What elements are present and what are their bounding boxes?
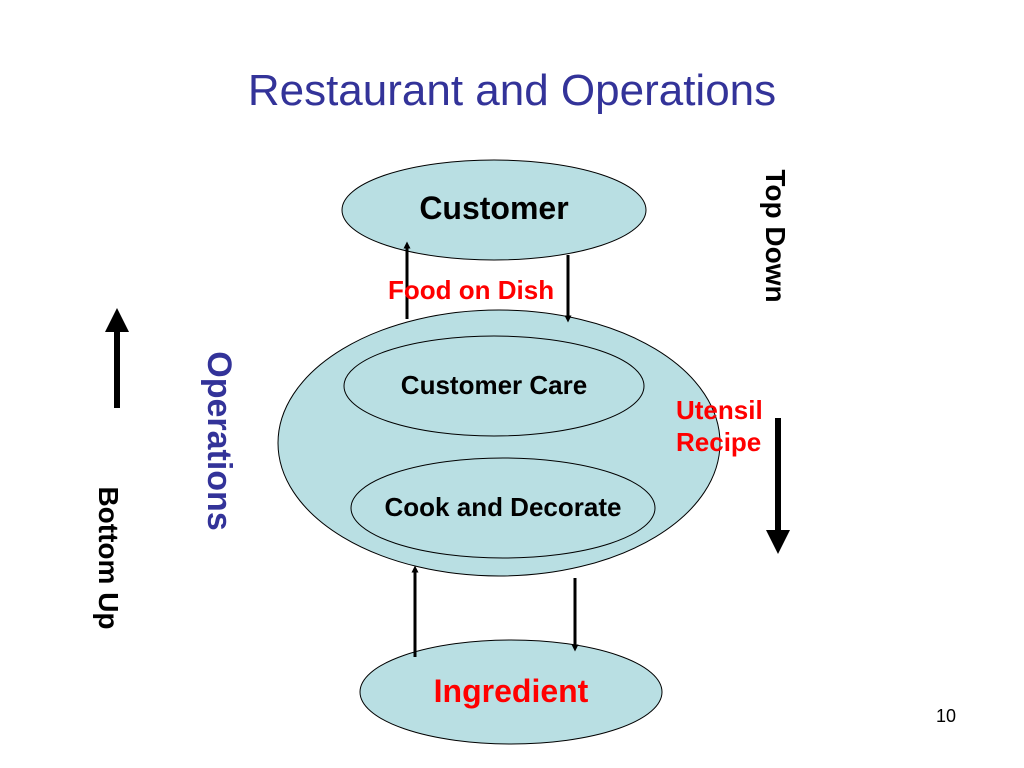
- customer-care-label: Customer Care: [400, 370, 588, 400]
- page-number: 10: [936, 706, 957, 726]
- utensil-recipe-label: Utensil Recipe: [676, 394, 763, 458]
- bottom-up-label: Bottom Up: [93, 486, 124, 630]
- top-down-label: Top Down: [760, 169, 791, 303]
- cook-and-decorate-label: Cook and Decorate: [384, 492, 622, 522]
- ingredient-label: Ingredient: [433, 673, 589, 709]
- utensil-text: Utensil: [676, 395, 763, 425]
- slide-title: Restaurant and Operations: [247, 66, 777, 115]
- operations-label: Operations: [200, 351, 238, 531]
- food-on-dish-label: Food on Dish: [388, 275, 555, 305]
- cook-and-decorate-ellipse: [350, 457, 656, 559]
- customer-ellipse: [341, 159, 647, 261]
- customer-label: Customer: [419, 190, 569, 226]
- customer-care-ellipse: [343, 335, 645, 437]
- recipe-text: Recipe: [676, 427, 762, 457]
- ingredient-ellipse: [359, 639, 663, 745]
